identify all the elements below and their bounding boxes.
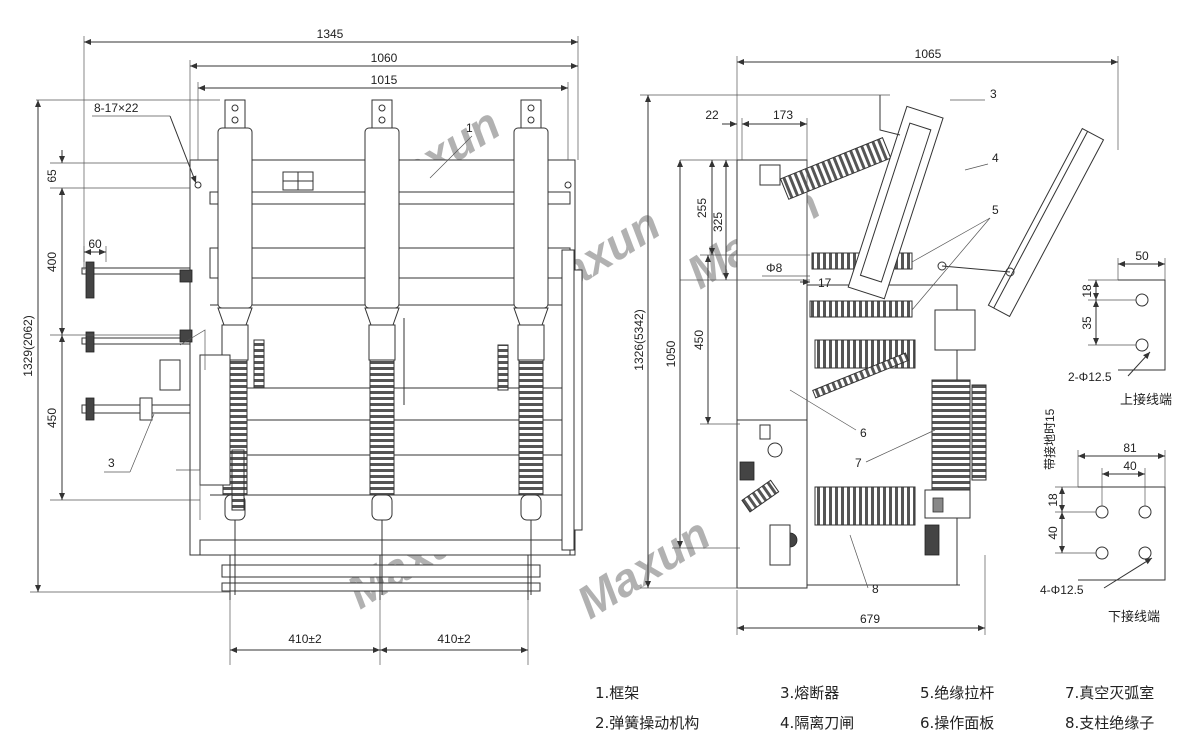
dim-lower-section: 450 — [45, 408, 59, 428]
dim-height-total: 1326(5342) — [632, 309, 646, 370]
dim-depth-base: 679 — [860, 612, 880, 626]
lower-terminal: 带接地时15 81 40 18 40 4-Φ12.5 下接线端 — [1040, 408, 1166, 624]
callout-1: 1 — [466, 121, 473, 135]
dim-pole-span: 1015 — [371, 73, 398, 87]
dim-h450: 450 — [692, 330, 706, 350]
side-dimensions: 1065 22 173 255 325 Φ8 17 1326(5342) — [632, 47, 1119, 635]
front-dimensions: 1345 1060 1015 8-17×22 65 400 60 — [21, 27, 579, 665]
lower-d18: 18 — [1046, 493, 1060, 507]
dim-top-offset: 65 — [45, 169, 59, 183]
operating-panel — [736, 159, 808, 589]
front-view: 1345 1060 1015 8-17×22 65 400 60 — [21, 27, 583, 665]
dim-gap: 17 — [818, 276, 832, 290]
dim-rod: Φ8 — [766, 261, 783, 275]
vacuum-interrupter — [931, 379, 971, 491]
side-view: 1065 22 173 255 325 Φ8 17 1326(5342) — [632, 47, 1119, 635]
dim-h325: 325 — [711, 212, 725, 232]
lower-w40: 40 — [1123, 459, 1137, 473]
fuse-3 — [847, 105, 944, 300]
dim-edge: 22 — [705, 108, 719, 122]
lower-w81: 81 — [1123, 441, 1137, 455]
dim-holes: 8-17×22 — [94, 101, 139, 115]
lower-note: 带接地时15 — [1042, 408, 1057, 470]
dim-total-height: 1329(2062) — [21, 315, 35, 376]
legend-item: 4.隔离刀闸 — [780, 714, 855, 732]
callout-8: 8 — [872, 582, 879, 596]
watermark: Maxun — [568, 507, 719, 628]
dim-h255: 255 — [695, 198, 709, 218]
upper-d18: 18 — [1080, 284, 1094, 298]
callout-7: 7 — [855, 456, 862, 470]
dim-upper-section: 400 — [45, 252, 59, 272]
lower-caption: 下接线端 — [1108, 609, 1160, 624]
disconnect-blade-4 — [987, 127, 1105, 318]
pole-right — [513, 99, 549, 595]
legend-item: 7.真空灭弧室 — [1065, 684, 1155, 702]
pole-left — [199, 99, 253, 595]
parts-legend: 1.框架 3.熔断器 5.绝缘拉杆 7.真空灭弧室 2.弹簧操动机构 4.隔离刀… — [595, 682, 1185, 746]
callout-4: 4 — [992, 151, 999, 165]
legend-item: 2.弹簧操动机构 — [595, 714, 700, 732]
dim-h1050: 1050 — [664, 340, 678, 367]
callout-3-side: 3 — [990, 87, 997, 101]
upper-terminal: 50 18 35 2-Φ12.5 上接线端 — [1068, 249, 1172, 407]
pole-middle — [364, 99, 400, 595]
upper-caption: 上接线端 — [1120, 392, 1172, 407]
legend-item: 1.框架 — [595, 684, 640, 702]
dim-stub: 60 — [88, 237, 102, 251]
legend-item: 8.支柱绝缘子 — [1065, 714, 1155, 732]
callout-3-front: 3 — [108, 456, 115, 470]
upper-holes: 2-Φ12.5 — [1068, 370, 1112, 384]
callout-5: 5 — [992, 203, 999, 217]
upper-d35: 35 — [1080, 316, 1094, 330]
lower-holes: 4-Φ12.5 — [1040, 583, 1084, 597]
dim-overall-width: 1345 — [317, 27, 344, 41]
legend-item: 3.熔断器 — [780, 684, 840, 702]
upper-width: 50 — [1135, 249, 1149, 263]
lower-d40: 40 — [1046, 526, 1060, 540]
dim-frame-width: 1060 — [371, 51, 398, 65]
legend-item: 5.绝缘拉杆 — [920, 684, 995, 702]
callout-6: 6 — [860, 426, 867, 440]
dim-pitch-right: 410±2 — [437, 632, 471, 646]
dim-offset: 173 — [773, 108, 793, 122]
dim-pitch-left: 410±2 — [288, 632, 322, 646]
legend-item: 6.操作面板 — [920, 714, 995, 732]
dim-overall-depth: 1065 — [915, 47, 942, 61]
